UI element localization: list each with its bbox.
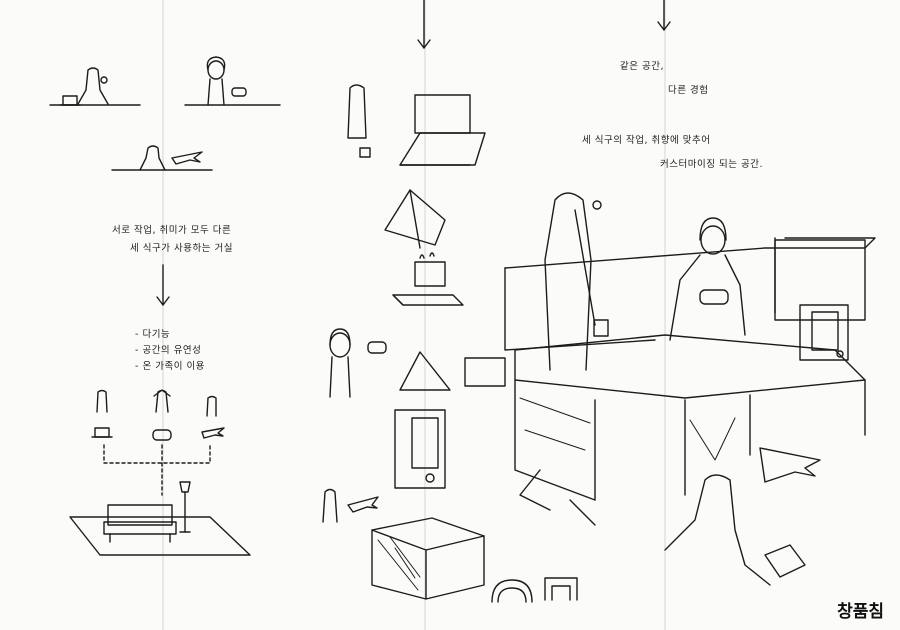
figure-gamer xyxy=(184,56,281,106)
figure-standing xyxy=(544,192,609,371)
right-note-different-experience: 다른 경험 xyxy=(668,85,709,96)
modular-table xyxy=(514,334,866,526)
airplane-icon xyxy=(759,447,821,483)
feature-bullet-multifunction: - 다기능 xyxy=(135,329,171,340)
sofa-icon xyxy=(504,237,876,351)
pattern-swatches xyxy=(491,577,578,603)
figure-gaming-headphones xyxy=(669,217,746,341)
airplane-icon xyxy=(347,496,379,513)
family-figures xyxy=(91,389,225,496)
right-note-customized-line2: 커스터마이징 되는 공간. xyxy=(660,159,763,170)
right-note-customized-line1: 세 식구의 작업, 취향에 맞추어 xyxy=(582,135,711,146)
wedge-module xyxy=(384,189,446,249)
laptop-icon xyxy=(59,95,81,106)
figure-laptop-user xyxy=(49,67,141,106)
bookstand-module xyxy=(399,351,506,391)
speaker-icon xyxy=(799,304,849,361)
gamepad-icon xyxy=(152,429,172,441)
down-arrow-icon xyxy=(156,264,170,306)
gamepad-icon xyxy=(231,87,247,97)
feature-bullet-whole-family: - 온 가족이 이용 xyxy=(135,361,205,372)
right-note-same-space: 같은 공간, xyxy=(620,61,664,72)
floor-lamp-icon xyxy=(179,481,191,533)
coffee-mug-icon xyxy=(359,147,371,158)
down-arrow-icon xyxy=(657,0,671,31)
laptop-stand-module xyxy=(399,94,486,166)
open-storage-box xyxy=(371,517,485,600)
figure-holding-mug xyxy=(347,84,371,158)
sofa-icon xyxy=(69,504,251,556)
down-arrow-icon xyxy=(417,0,431,49)
figure-plane-player xyxy=(111,145,213,171)
figure-playing-floor xyxy=(664,447,821,586)
left-caption-line2: 세 식구가 사용하는 거실 xyxy=(130,243,233,254)
gamepad-icon xyxy=(367,341,387,354)
artist-signature: 창품침 xyxy=(837,602,884,622)
fold-lines xyxy=(162,0,666,630)
speaker-icon xyxy=(394,409,446,489)
figure-plane-player xyxy=(322,488,379,523)
laptop-icon xyxy=(91,427,113,438)
feature-bullet-flexibility: - 공간의 유연성 xyxy=(135,345,202,356)
airplane-icon xyxy=(171,151,203,165)
tray-module xyxy=(392,294,464,306)
figure-headphones xyxy=(329,328,387,398)
airplane-icon xyxy=(201,427,225,439)
coffee-mug-icon xyxy=(414,252,446,287)
left-caption-line1: 서로 작업, 취미가 모두 다른 xyxy=(112,225,232,236)
